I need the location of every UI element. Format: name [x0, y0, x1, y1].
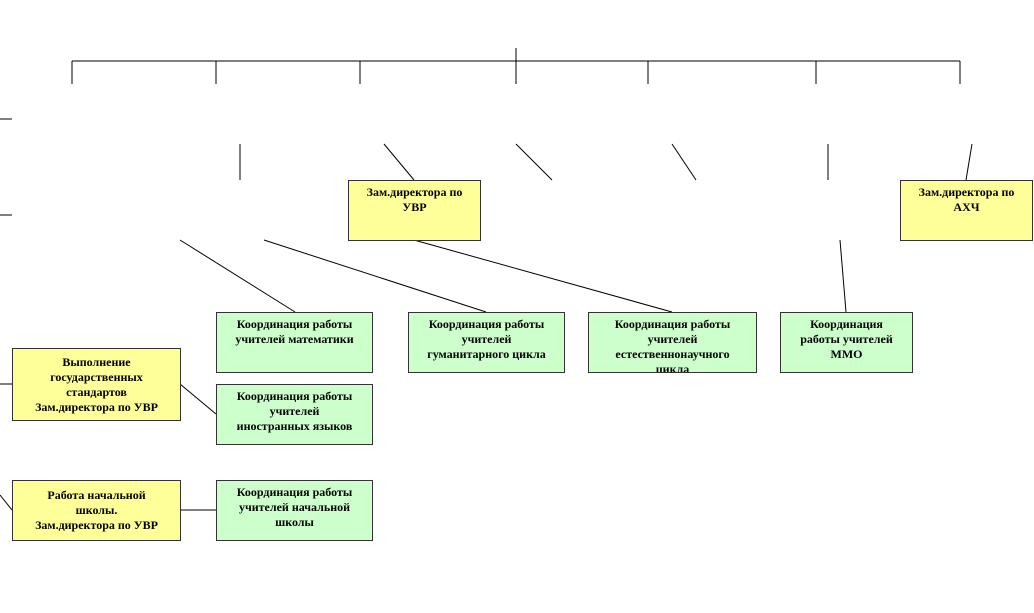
link-standards-foreign — [179, 383, 217, 415]
primary-school-box: Работа начальной школы. Зам.директора по… — [12, 480, 181, 541]
mid-connector-6 — [965, 143, 973, 181]
link-primary-left — [0, 494, 13, 511]
coord-primary-box: Координация работы учителей начальной шк… — [216, 480, 373, 541]
mid-connector-3 — [515, 143, 553, 181]
deputy-ahch-box: Зам.директора по АХЧ — [900, 180, 1033, 241]
coord-science-box: Координация работы учителей естественнон… — [588, 312, 757, 373]
state-standards-box: Выполнение государственных стандартов За… — [12, 348, 181, 421]
link-math — [179, 239, 296, 313]
mid-connector-4 — [671, 143, 697, 181]
link-humanities — [263, 239, 487, 313]
coord-mmo-box: Координация работы учителей ММО — [780, 312, 913, 373]
deputy-uvr-box: Зам.директора по УВР — [348, 180, 481, 241]
coord-foreign-box: Координация работы учителей иностранных … — [216, 384, 373, 445]
mid-connector-2 — [383, 143, 415, 181]
link-science — [413, 239, 673, 313]
coord-humanities-box: Координация работы учителей гуманитарног… — [408, 312, 565, 373]
coord-math-box: Координация работы учителей математики — [216, 312, 373, 373]
link-mmo — [839, 239, 847, 313]
